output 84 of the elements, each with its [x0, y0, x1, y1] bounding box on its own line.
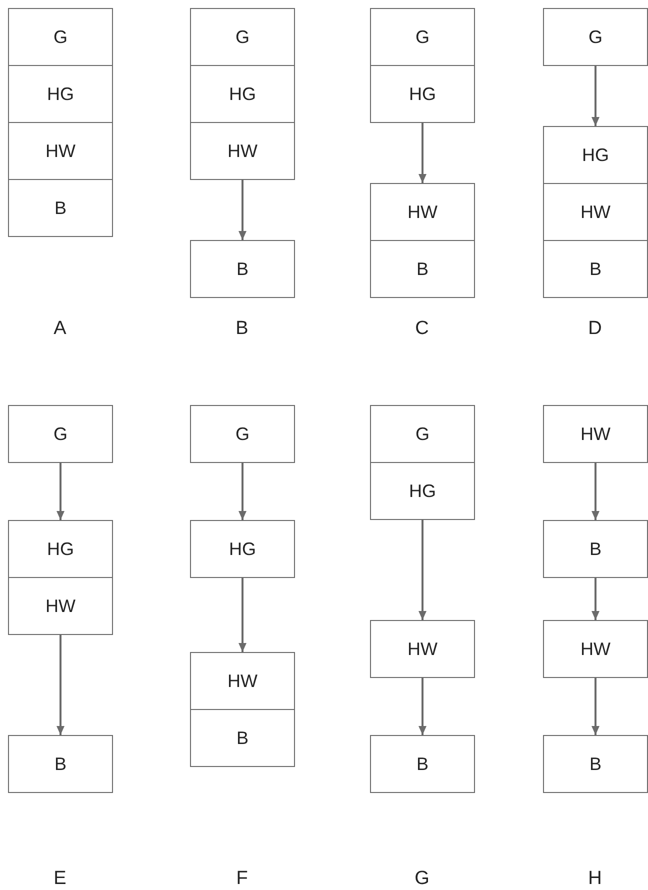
box-label: HG: [47, 84, 74, 104]
process-box: [543, 520, 648, 578]
box-label: HW: [46, 596, 76, 616]
box-label: HW: [580, 424, 610, 444]
panel-letter: F: [235, 868, 249, 890]
arrow: [592, 66, 600, 126]
box-label: B: [236, 728, 248, 748]
process-box: [8, 520, 113, 578]
arrow: [418, 123, 426, 183]
process-box: [190, 240, 295, 298]
process-box: [543, 240, 648, 298]
process-box: [190, 65, 295, 123]
process-box: [370, 620, 475, 678]
box-label: HG: [582, 144, 609, 166]
process-box: [370, 8, 475, 66]
box-label: HG: [229, 84, 256, 104]
box-label: HW: [580, 638, 610, 660]
process-box: [190, 520, 295, 578]
box-label: HW: [408, 202, 438, 222]
box-label: B: [416, 754, 428, 774]
panel-letter: D: [587, 318, 603, 340]
process-box: [543, 183, 648, 241]
process-box: [543, 405, 648, 463]
box-label: G: [53, 26, 68, 48]
process-box: [190, 122, 295, 180]
process-box: [543, 735, 648, 793]
box-label: B: [54, 198, 66, 218]
arrow: [418, 678, 426, 735]
process-box: [8, 65, 113, 123]
process-box: [543, 8, 648, 66]
arrow: [592, 578, 600, 620]
box-label: G: [235, 424, 250, 444]
box-label: G: [415, 424, 430, 444]
process-box: [190, 405, 295, 463]
box-label: HW: [228, 670, 258, 692]
process-box: [190, 652, 295, 710]
box-label: HG: [47, 538, 74, 560]
arrow: [56, 463, 64, 520]
arrow: [56, 635, 64, 735]
process-box: [190, 8, 295, 66]
process-box: [370, 735, 475, 793]
arrow: [238, 463, 246, 520]
process-box: [543, 620, 648, 678]
process-box: [370, 65, 475, 123]
box-label: HW: [408, 638, 438, 660]
panel-letter: A: [52, 318, 68, 340]
panel-letter: C: [414, 318, 430, 340]
process-box: [370, 405, 475, 463]
box-label: G: [415, 26, 430, 48]
box-label: B: [54, 754, 66, 774]
process-box: [190, 709, 295, 767]
process-box: [8, 122, 113, 180]
process-box: [370, 183, 475, 241]
box-label: HW: [228, 140, 258, 162]
box-label: HW: [580, 202, 610, 222]
process-box: [8, 577, 113, 635]
box-label: B: [236, 258, 248, 280]
box-label: B: [416, 258, 428, 280]
box-label: G: [53, 424, 68, 444]
box-label: B: [589, 754, 602, 774]
process-box: [8, 405, 113, 463]
panel-letter: H: [587, 868, 603, 890]
panel-letter: G: [414, 868, 430, 890]
arrow: [238, 578, 246, 652]
arrow: [592, 678, 600, 735]
box-label: HG: [409, 480, 436, 502]
process-box: [370, 240, 475, 298]
process-box: [8, 8, 113, 66]
box-label: G: [235, 26, 250, 48]
box-label: HW: [46, 140, 76, 162]
box-label: B: [589, 258, 602, 280]
box-label: B: [589, 538, 602, 560]
process-box: [543, 126, 648, 184]
box-label: HG: [409, 84, 436, 104]
process-box: [370, 462, 475, 520]
box-label: HG: [229, 538, 256, 560]
arrow: [238, 180, 246, 240]
process-box: [8, 735, 113, 793]
arrow: [592, 463, 600, 520]
process-box: [8, 179, 113, 237]
panel-letter: B: [234, 318, 250, 340]
arrow: [418, 520, 426, 620]
box-label: G: [588, 26, 602, 48]
panel-letter: E: [52, 868, 68, 890]
